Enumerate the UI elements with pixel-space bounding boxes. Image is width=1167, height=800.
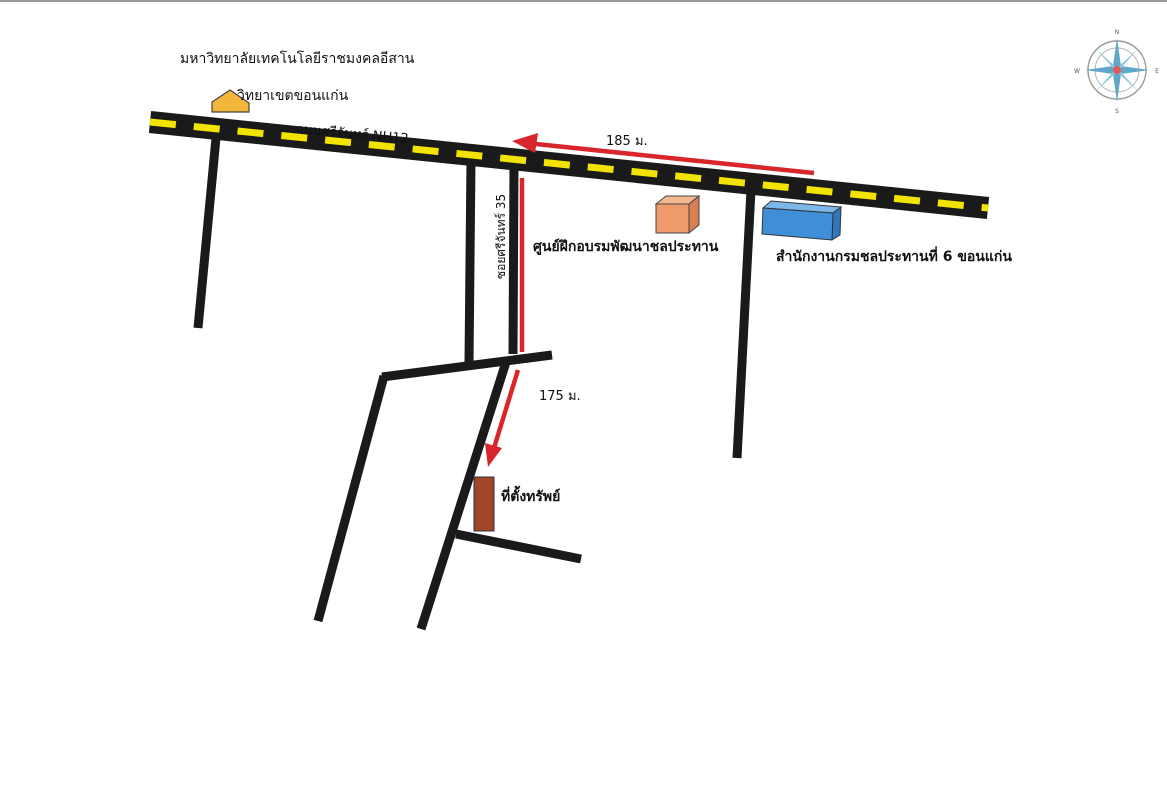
soi-label: ซอยศรีจันทร์ 35 <box>494 193 508 279</box>
main-road-dashes <box>149 118 989 212</box>
compass-n-label: N <box>1115 29 1120 36</box>
property-marker-icon <box>473 476 495 532</box>
distance-main-label: 185 ม. <box>606 134 648 149</box>
soi-road-left-edge <box>464 159 476 363</box>
branch-road-east <box>416 357 512 631</box>
irrigation-office-label: สำนักงานกรมชลประทานที่ 6 ขอนแก่น <box>776 249 1012 265</box>
training-center-label: ศูนย์ฝึกอบรมพัฒนาชลประทาน <box>533 239 719 255</box>
route-arrowhead-branch <box>485 443 502 467</box>
soi-road-right-edge <box>508 161 519 355</box>
university-label: มหาวิทยาลัยเทคโนโลยีราชมงคลอีสาน <box>180 51 415 67</box>
property-label: ที่ตั้งทรัพย์ <box>501 489 561 505</box>
training-center-building-icon <box>654 194 701 235</box>
route-line-main <box>535 141 815 176</box>
compass-w-label: W <box>1074 68 1080 75</box>
route-line-branch <box>491 369 521 449</box>
distance-soi-label: 175 ม. <box>539 389 581 404</box>
compass-s-label: S <box>1115 108 1119 115</box>
side-road-east <box>732 189 756 459</box>
side-road-west <box>193 137 221 329</box>
compass-e-label: E <box>1155 68 1159 75</box>
junction-road <box>381 350 553 382</box>
route-arrowhead-main <box>512 133 538 153</box>
campus-label: วิทยาเขตขอนแก่น <box>237 88 349 104</box>
branch-road-west <box>313 374 389 623</box>
irrigation-office-building-icon <box>761 200 843 241</box>
lower-side-road <box>455 529 582 564</box>
university-building-icon <box>211 89 250 113</box>
compass-rose-icon <box>1085 38 1149 102</box>
